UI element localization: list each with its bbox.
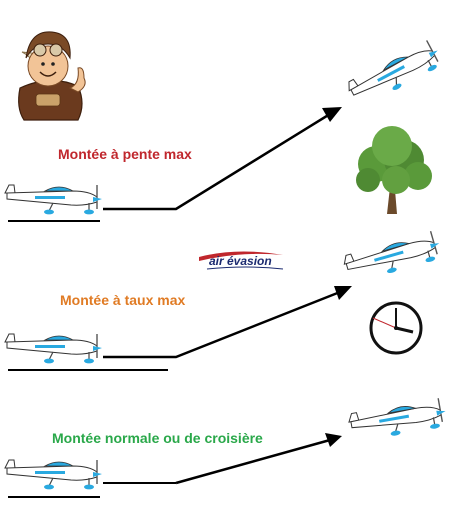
label-max-rate: Montée à taux max <box>60 292 186 308</box>
label-cruise: Montée normale ou de croisière <box>52 430 263 446</box>
airplane-icon <box>4 459 103 491</box>
clock-icon <box>369 301 423 355</box>
airplane-icon <box>341 229 445 286</box>
air-evasion-logo: air évasion <box>197 249 285 273</box>
airplane-icon <box>346 396 449 444</box>
climb-path-max-rate <box>103 290 341 359</box>
airplane-icon <box>4 333 103 365</box>
airplane-icon <box>4 184 103 216</box>
label-max-angle: Montée à pente max <box>58 146 192 162</box>
tree-icon <box>356 126 432 214</box>
arrow-icon <box>334 286 352 300</box>
climb-path-max-angle <box>103 112 331 211</box>
arrow-icon <box>325 433 342 447</box>
pilot-mascot-icon <box>18 31 86 121</box>
logo-text: air évasion <box>209 254 272 268</box>
swoosh-icon <box>199 251 284 270</box>
airplane-icon <box>344 37 446 111</box>
arrow-icon <box>322 107 342 122</box>
climb-path-cruise <box>175 438 331 485</box>
